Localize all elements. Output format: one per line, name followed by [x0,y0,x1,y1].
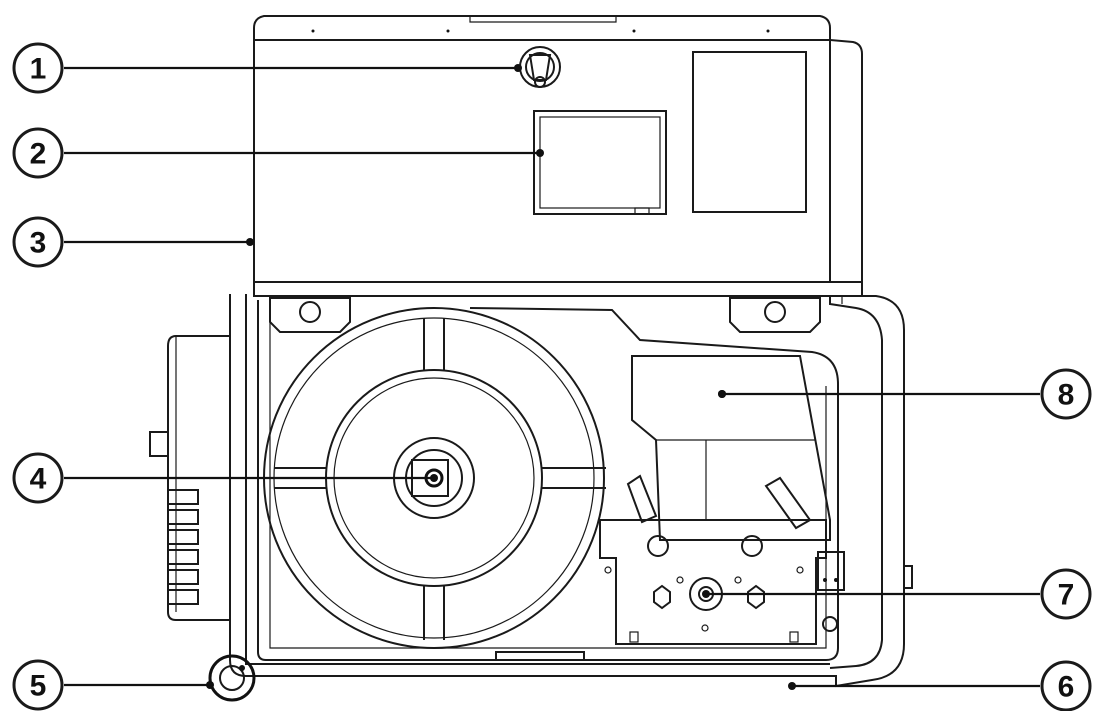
svg-text:4: 4 [30,463,47,496]
svg-text:3: 3 [30,227,47,260]
feed-unit [599,474,845,645]
callout-3: 3 [12,216,64,268]
wheel [208,654,256,702]
callout-8: 8 [1040,368,1092,420]
base-latch [495,651,585,660]
svg-text:2: 2 [30,138,47,171]
hinge-right [729,297,821,333]
housing [149,294,913,688]
callout-1: 1 [12,42,64,94]
hinge-left [269,297,351,333]
callout-5: 5 [12,659,64,711]
compartment [631,355,831,541]
svg-text:1: 1 [30,53,47,86]
callout-6: 6 [1040,660,1092,711]
inner-tray [257,300,839,661]
svg-text:7: 7 [1058,579,1075,612]
label-plate [692,51,807,213]
svg-text:5: 5 [30,670,47,703]
vent-slots [167,489,199,605]
callout-2: 2 [12,127,64,179]
window [533,110,667,215]
svg-text:6: 6 [1058,671,1075,704]
callout-7: 7 [1040,568,1092,620]
callout-4: 4 [12,452,64,504]
svg-text:8: 8 [1058,379,1075,412]
leader-lines [64,64,1040,690]
